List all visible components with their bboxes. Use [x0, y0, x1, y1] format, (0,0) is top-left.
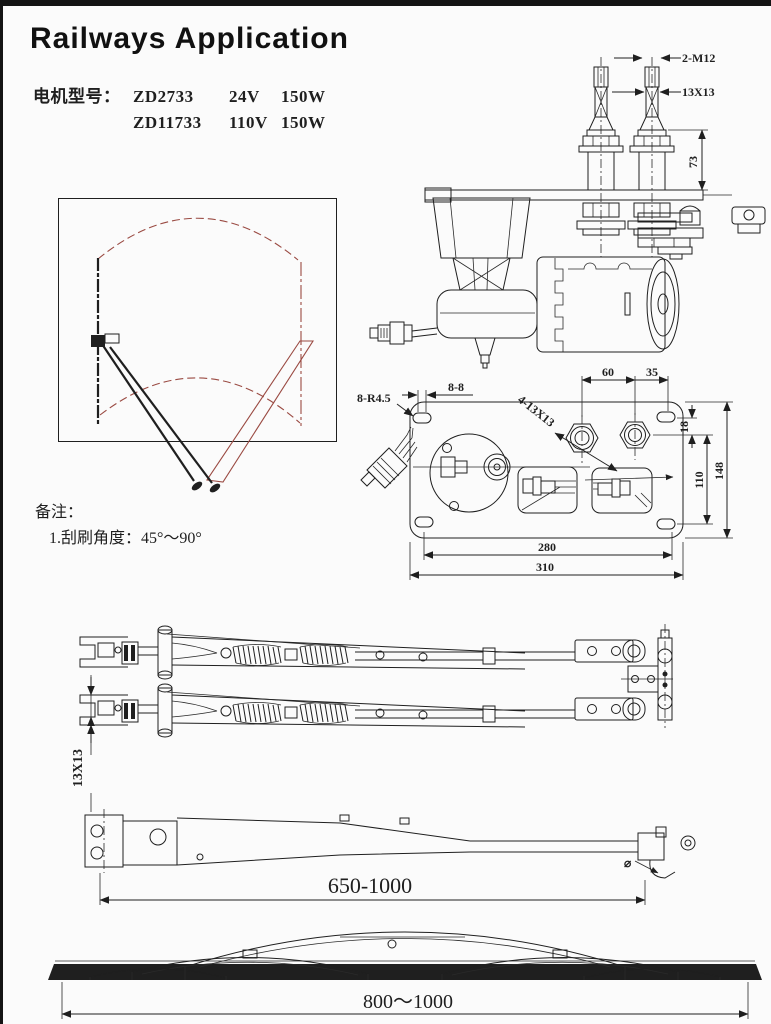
motor-side-view: 2-M12 13X13 73: [369, 51, 766, 369]
arm-rod: [470, 840, 638, 853]
dim-label-shaft-height: 73: [686, 156, 700, 168]
dim-label-slot-radius: 8-R4.5: [357, 391, 391, 405]
dim-label-arm-taper: 13X13: [71, 749, 86, 787]
dim-label-shaft-spacing: 60: [602, 365, 614, 379]
slot-hole: [412, 412, 432, 424]
windscreen-frame: [58, 198, 337, 442]
arm-mount-bracket: [621, 624, 673, 728]
sweep-arc-top: [97, 217, 299, 261]
ball-joint: [679, 205, 701, 212]
dim-label-plate-width: 310: [536, 560, 554, 574]
dim-label-taper-holes: 4-13X13: [515, 392, 557, 429]
slot-hole: [656, 518, 676, 530]
mounting-plate-view: 8-R4.5 8-8 4-13X13 60 35 18 110 148 280 …: [357, 365, 733, 580]
dim-label-plate-height: 148: [712, 462, 726, 480]
arm-hook: [649, 859, 676, 879]
dim-label-stud-thread: 2-M12: [682, 51, 715, 65]
dim-label-slot-width: 8-8: [448, 380, 464, 394]
arm-hinge: [122, 820, 178, 866]
motor-model: ZD11733: [133, 113, 202, 132]
motor-voltage: 24V: [229, 87, 260, 106]
dim-label-hole-span: 110: [692, 471, 706, 488]
blade-main-bow: [184, 931, 626, 968]
wiper-arm-side-views: [55, 624, 673, 755]
blade-pivot: [91, 335, 105, 347]
wiper-arm-2: [109, 346, 213, 484]
sweep-arc-bottom: [99, 377, 301, 424]
motor-end-cap: [646, 258, 680, 350]
motor-power: 150W: [281, 87, 326, 106]
cable-plug: [366, 447, 408, 489]
connector-wire: [411, 327, 438, 338]
shaft-nut: [619, 421, 651, 449]
arm-blade: [176, 817, 471, 866]
dim-label-arm-length: 650-1000: [328, 873, 412, 898]
slot-hole: [656, 411, 676, 423]
page-title: Railways Application: [30, 22, 349, 55]
dim-label-hole-pitch: 280: [538, 540, 556, 554]
wiper-arm-top-view: 13X13 ⌀ 650-1000: [71, 716, 696, 905]
motor-spec-table: 电机型号： ZD2733 24V 150W ZD11733 110V 150W: [33, 84, 326, 136]
gearbox-housing: [432, 197, 531, 259]
shaft-centerlines: [600, 57, 653, 257]
notes-heading: 备注：: [35, 504, 84, 521]
blade-end-bridges: [89, 968, 721, 979]
dim-label-stud-taper: 13X13: [682, 85, 715, 99]
cable-wires: [394, 426, 418, 463]
arm-side-view-upper: [80, 626, 633, 679]
motor-spec-label: 电机型号：: [33, 87, 121, 106]
wiper-arm-1: [101, 343, 195, 482]
dim-label-blade-length: 800～1000: [363, 991, 453, 1013]
arm-alternate-position: [206, 340, 315, 483]
notes-block: 备注： 1.刮刷角度：45°～90°: [35, 500, 202, 552]
linkage-window: [591, 467, 653, 514]
gearbox-flange: [429, 433, 509, 513]
note-item: 1.刮刷角度：45°～90°: [49, 530, 202, 547]
motor-power: 150W: [281, 113, 326, 132]
mounting-plate: [409, 401, 684, 539]
motor-body: [536, 256, 666, 353]
sweep-pattern-diagram: [58, 198, 337, 493]
page-top-border: [0, 0, 771, 6]
wiper-blade-view: 800～1000: [48, 931, 762, 1019]
motor-voltage: 110V: [229, 113, 268, 132]
crank-arm: [637, 212, 693, 223]
blade-rubber: [48, 964, 762, 980]
dim-label-hole-offset: 18: [677, 421, 691, 433]
dim-label-shaft-to-edge: 35: [646, 365, 658, 379]
arm-hook-block: [637, 832, 665, 861]
gear-case: [436, 289, 538, 339]
motor-model: ZD2733: [133, 87, 194, 106]
linkage-window: [517, 466, 578, 514]
page-left-border: [0, 0, 3, 1024]
slot-hole: [414, 516, 434, 528]
diameter-symbol: ⌀: [624, 856, 632, 870]
